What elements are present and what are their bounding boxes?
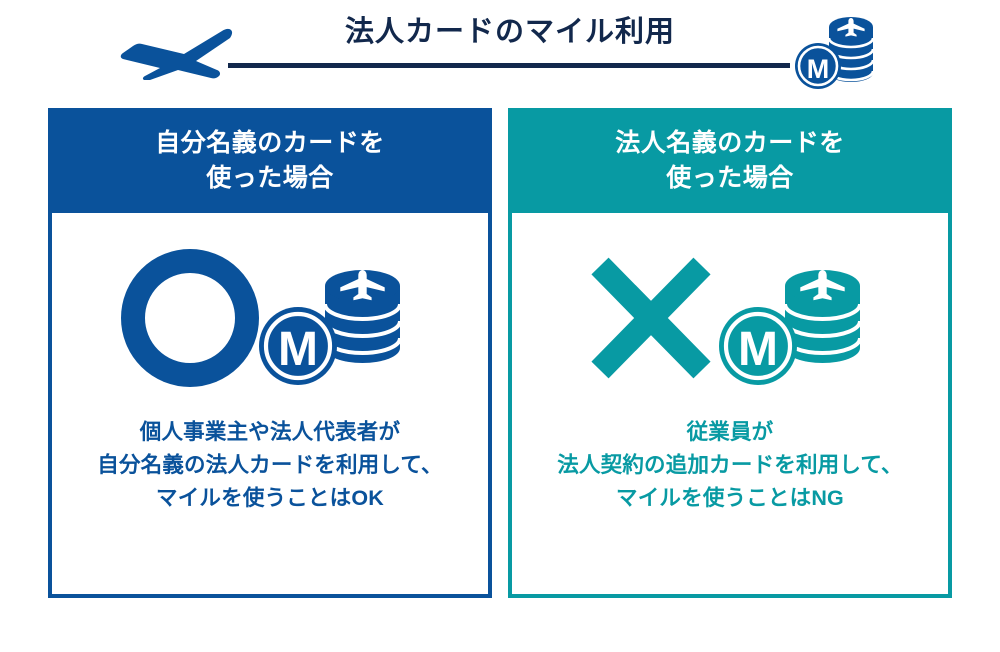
airplane-icon [112,22,237,80]
cross-ng-icon [591,257,711,379]
panel-header-line1: 法人名義のカードを [615,128,845,157]
panel-corporate-name-card: 法人名義のカードを 使った場合 [508,108,952,598]
panel-body-own-name-card: M 個人事業主や法人代表者が 自分名義の法人カードを利用して、 マイルを使うこと… [48,213,492,598]
circle-ok-icon [121,249,259,387]
mile-coins-icon: M [793,11,875,91]
panel-own-name-card: 自分名義のカードを 使った場合 [48,108,492,598]
svg-text:M: M [738,323,778,376]
panel-header-line1: 自分名義のカードを [155,128,385,157]
panel-icon-group-ng: M [580,248,880,388]
svg-text:M: M [807,54,830,84]
panel-header-own-name-card: 自分名義のカードを 使った場合 [48,108,492,213]
panel-header-line2: 使った場合 [206,163,334,192]
svg-text:M: M [278,323,318,376]
panel-body-corporate-name-card: M 従業員が 法人契約の追加カードを利用して、 マイルを使うことはNG [508,213,952,598]
panel-header-line2: 使った場合 [666,163,794,192]
page-header: 法人カードのマイル利用 [0,0,1000,100]
mile-coins-icon: M [259,270,402,385]
panel-icon-group-ok: M [120,248,420,388]
title-divider [228,63,790,68]
panel-header-corporate-name-card: 法人名義のカードを 使った場合 [508,108,952,213]
mile-coins-icon: M [719,270,862,385]
page-title: 法人カードのマイル利用 [344,16,675,48]
panel-caption-own-name-card: 個人事業主や法人代表者が 自分名義の法人カードを利用して、 マイルを使うことはO… [97,420,443,510]
panel-caption-corporate-name-card: 従業員が 法人契約の追加カードを利用して、 マイルを使うことはNG [557,420,903,510]
